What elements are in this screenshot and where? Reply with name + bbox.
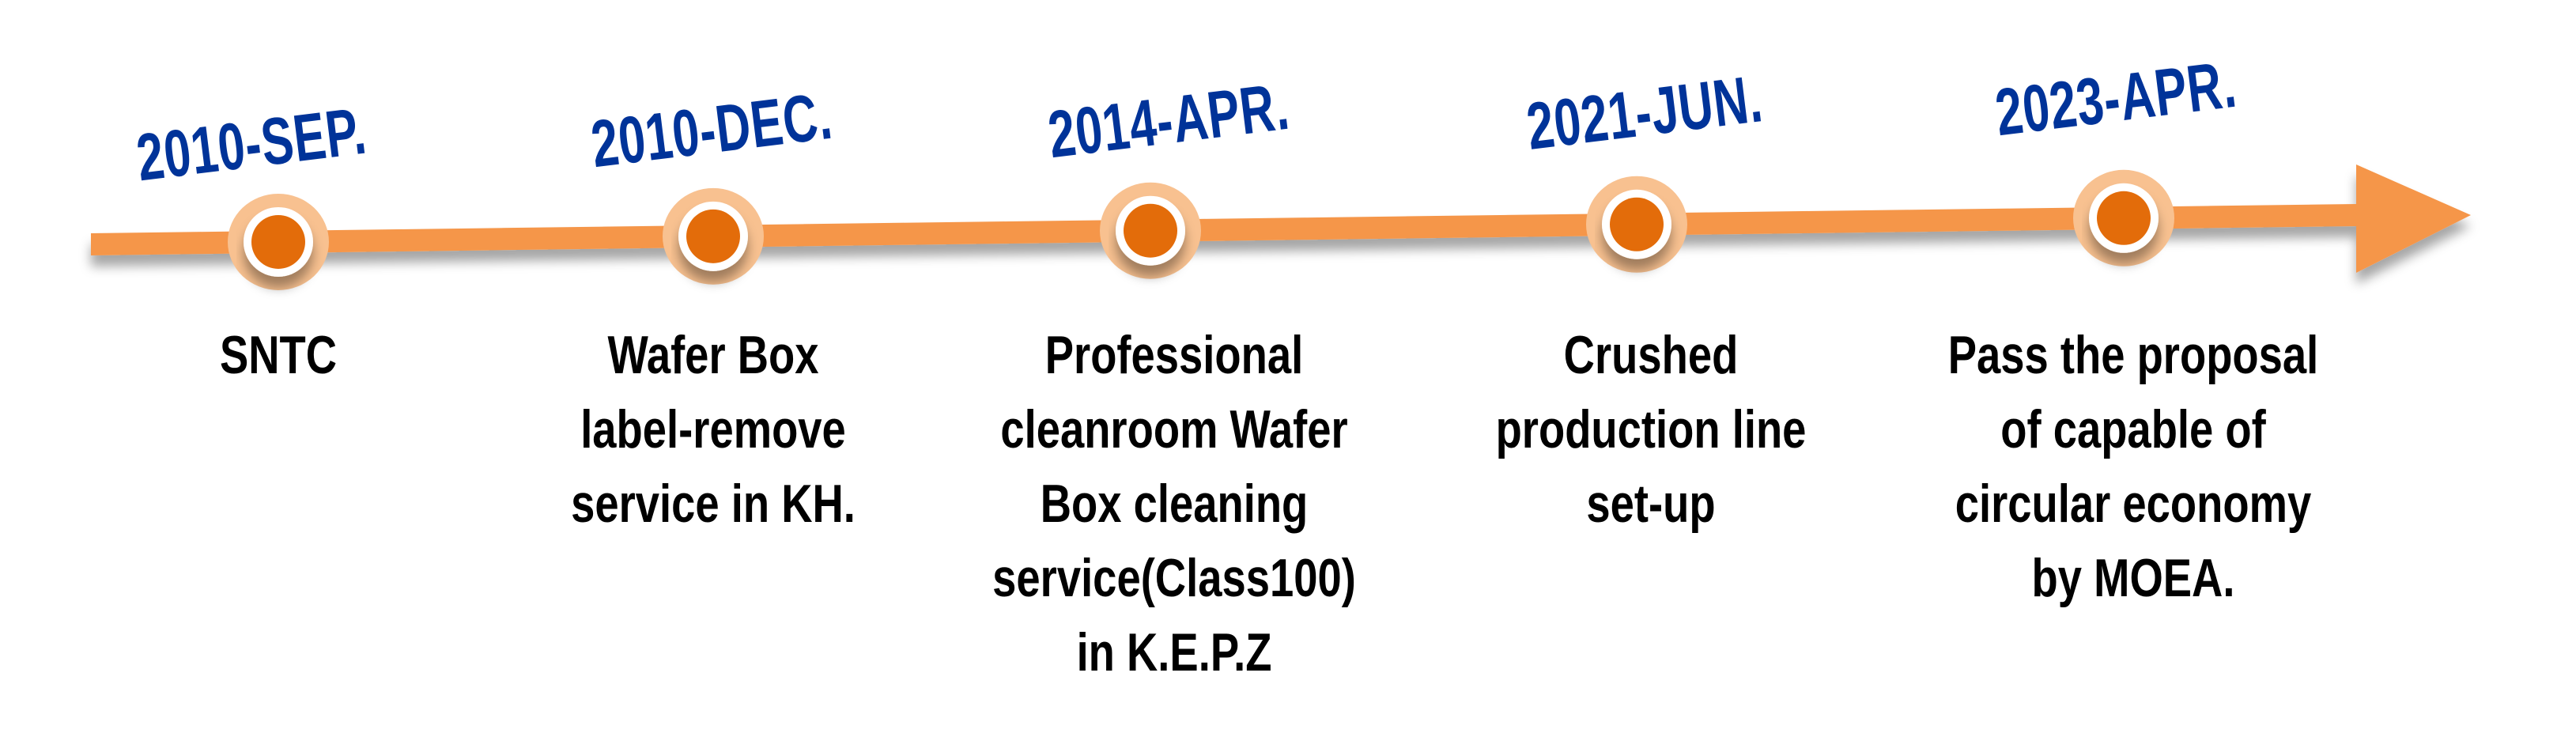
node-core [1610, 197, 1664, 251]
milestone-description-5: Pass the proposal of capable of circular… [1912, 318, 2355, 615]
milestone-description-3: Professional cleanroom Wafer Box cleanin… [953, 318, 1396, 690]
milestone-description-1: SNTC [57, 318, 500, 392]
description-line: Pass the proposal [1947, 325, 2319, 385]
node-core [686, 209, 740, 263]
description-line: circular economy [1955, 474, 2312, 534]
description-line: by MOEA. [2031, 548, 2235, 608]
description-line: service in KH. [571, 474, 856, 534]
milestone-description-4: Crushed production line set-up [1430, 318, 1872, 541]
milestone-node-1 [228, 193, 329, 290]
description-line: service(Class100) [992, 548, 1356, 608]
milestone-node-3 [1100, 182, 1201, 279]
description-line: of capable of [2000, 399, 2266, 459]
description-line: set-up [1586, 474, 1716, 534]
node-core [251, 214, 305, 269]
milestone-description-2: Wafer Box label-remove service in KH. [492, 318, 935, 541]
node-core [2097, 191, 2151, 245]
node-core [1124, 203, 1177, 258]
description-line: Professional [1044, 325, 1304, 385]
description-line: label-remove [580, 399, 846, 459]
description-line: SNTC [219, 325, 338, 385]
description-line: production line [1495, 399, 1807, 459]
milestone-node-2 [663, 187, 764, 285]
description-line: Crushed [1563, 325, 1739, 385]
description-line: Box cleaning [1040, 474, 1309, 534]
description-line: in K.E.P.Z [1076, 622, 1272, 682]
milestone-node-4 [1586, 176, 1687, 273]
description-line: Wafer Box [607, 325, 819, 385]
milestone-node-5 [2073, 169, 2174, 266]
description-line: cleanroom Wafer [1000, 399, 1348, 459]
